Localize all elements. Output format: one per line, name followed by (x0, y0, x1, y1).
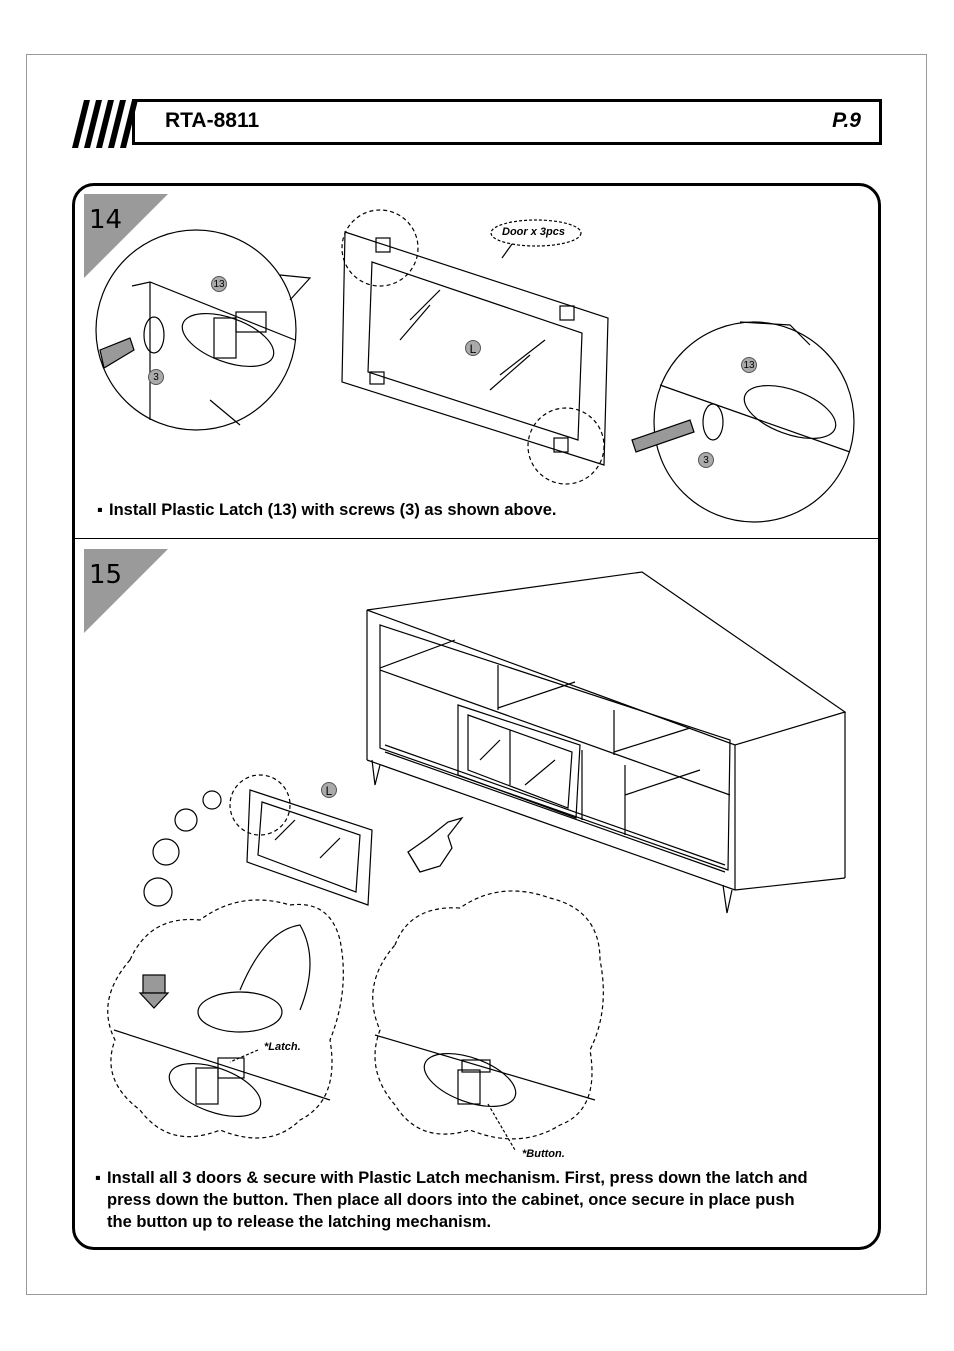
step-15-instruction: ▪ Install all 3 doors & secure with Plas… (95, 1167, 808, 1233)
part-3-badge-right: 3 (698, 452, 714, 468)
instruction-panel (72, 183, 881, 1250)
door-quantity-callout: Door x 3pcs (502, 226, 565, 238)
button-press-cloud (372, 890, 604, 1151)
step-15-marker (84, 549, 168, 633)
door-frame-step15 (143, 774, 373, 907)
part-l-badge-step15: L (321, 782, 337, 798)
bullet-icon: ▪ (97, 501, 103, 519)
step-divider (72, 538, 881, 539)
page-header: RTA-8811 P.9 (70, 98, 883, 150)
step-15-number: 15 (89, 560, 123, 590)
pointing-hand-icon (407, 816, 464, 873)
step-15-instruction-line-2: press down the button. Then place all do… (107, 1191, 795, 1209)
latch-zoom-right (631, 321, 855, 523)
step-14-marker (84, 194, 168, 278)
page-number: P.9 (832, 109, 861, 132)
part-13-badge: 13 (211, 276, 227, 292)
part-l-badge: L (465, 340, 481, 356)
latch-zoom-left (95, 229, 312, 431)
bullet-icon: ▪ (95, 1169, 101, 1187)
page-frame (26, 54, 927, 1295)
tv-cabinet (366, 571, 847, 914)
step-15-instruction-line-1: Install all 3 doors & secure with Plasti… (107, 1169, 808, 1187)
latch-press-cloud (107, 899, 344, 1139)
part-13-badge-right: 13 (741, 357, 757, 373)
step-15-instruction-line-3: the button up to release the latching me… (107, 1213, 492, 1231)
header-stripes-logo (72, 100, 138, 148)
header-box (132, 99, 882, 145)
model-number: RTA-8811 (165, 109, 260, 132)
part-3-badge: 3 (148, 369, 164, 385)
step-14-instruction-text: Install Plastic Latch (13) with screws (… (109, 501, 557, 519)
door-frame-step14 (341, 209, 609, 485)
step-14-instruction: ▪ Install Plastic Latch (13) with screws… (97, 499, 557, 521)
button-label: *Button. (522, 1148, 565, 1160)
latch-label: *Latch. (264, 1041, 301, 1053)
step-14-number: 14 (89, 205, 123, 235)
